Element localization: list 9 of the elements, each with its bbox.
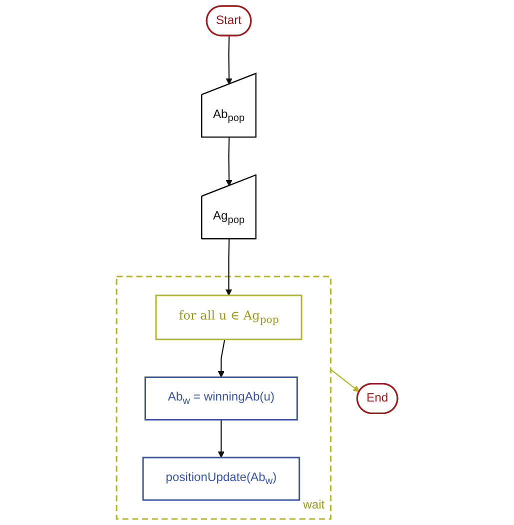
arrow [330, 369, 360, 392]
arrow [226, 137, 232, 186]
node-box: Ab$_{w}$ = winningAb(u) [144, 376, 298, 420]
arrow [218, 420, 225, 458]
node-box: for all u ∈ Ag$_{pop}$ [155, 294, 302, 340]
arrow [226, 36, 232, 85]
node-box: positionUpdate(Ab$_{w}$) [142, 456, 300, 501]
arrow [218, 339, 226, 378]
arrow [225, 239, 232, 296]
